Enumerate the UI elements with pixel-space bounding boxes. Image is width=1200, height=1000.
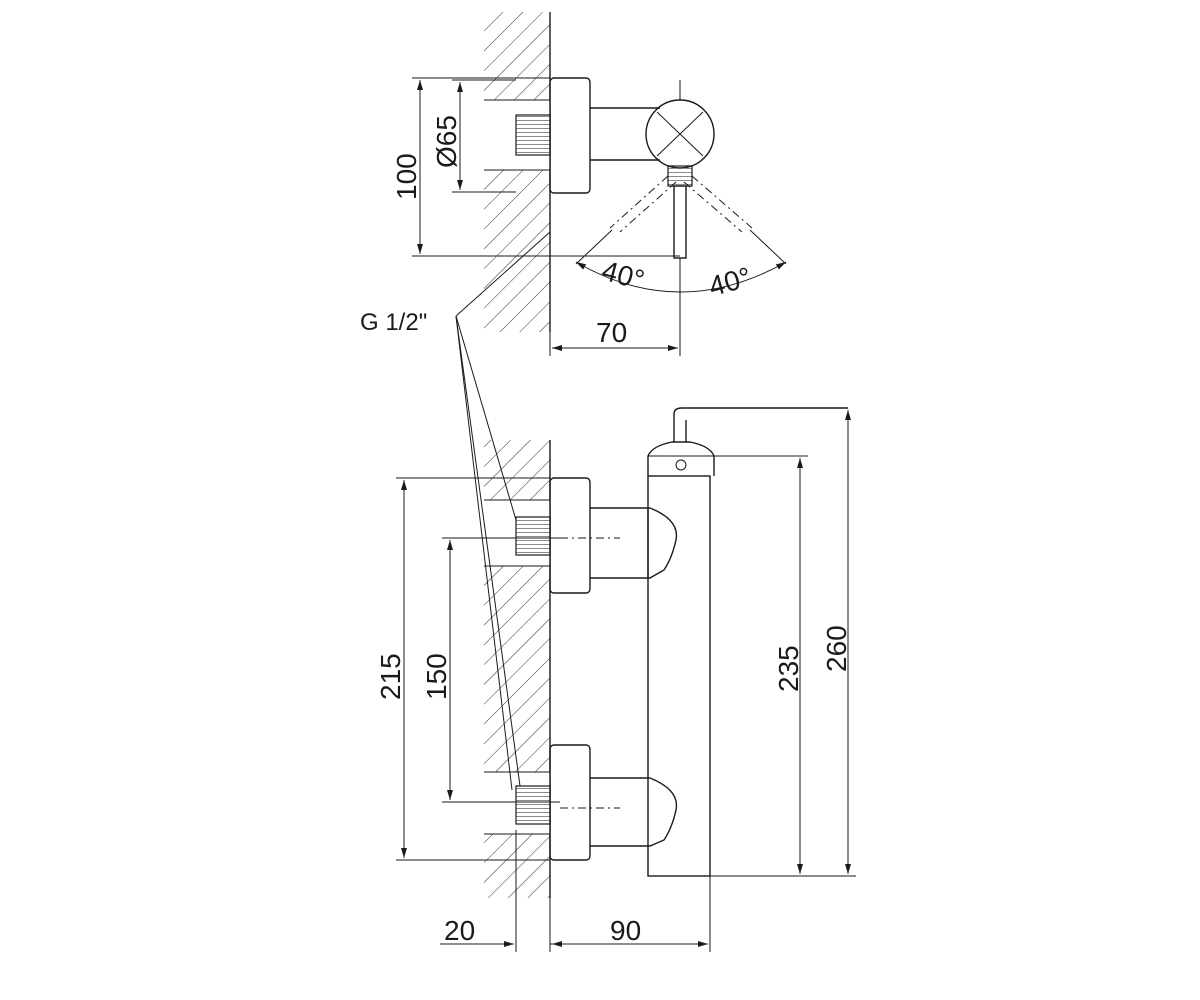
outlet-thread-top (667, 165, 693, 187)
handle-indicator (675, 459, 687, 471)
angle-left-label: 40° (599, 255, 648, 296)
lever-front (673, 407, 848, 442)
thread-size-label: G 1/2" (360, 309, 427, 336)
dim-235: 235 (773, 645, 804, 692)
handle-cap-front (647, 441, 715, 476)
dim-20: 20 (444, 915, 475, 946)
dim-diameter-65: Ø65 (431, 115, 462, 168)
thread-nipple-upper (515, 516, 551, 556)
thread-nipple-lower (515, 785, 551, 825)
dim-150: 150 (421, 653, 452, 700)
dim-215: 215 (375, 653, 406, 700)
dim-70: 70 (596, 317, 627, 348)
mixer-body (647, 475, 711, 877)
lever-top (673, 185, 687, 259)
front-view: 215 150 235 260 20 90 (375, 315, 856, 952)
wall-section-top (484, 12, 550, 332)
dim-260: 260 (821, 625, 852, 672)
dim-90: 90 (610, 915, 641, 946)
rosette-upper (549, 477, 591, 594)
angle-right-label: 40° (706, 261, 755, 302)
thread-nipple-top (515, 114, 551, 156)
dim-100-top: 100 (391, 153, 422, 200)
rosette-top (549, 77, 591, 194)
top-view: 40° 40° 100 Ø65 70 (391, 12, 787, 356)
